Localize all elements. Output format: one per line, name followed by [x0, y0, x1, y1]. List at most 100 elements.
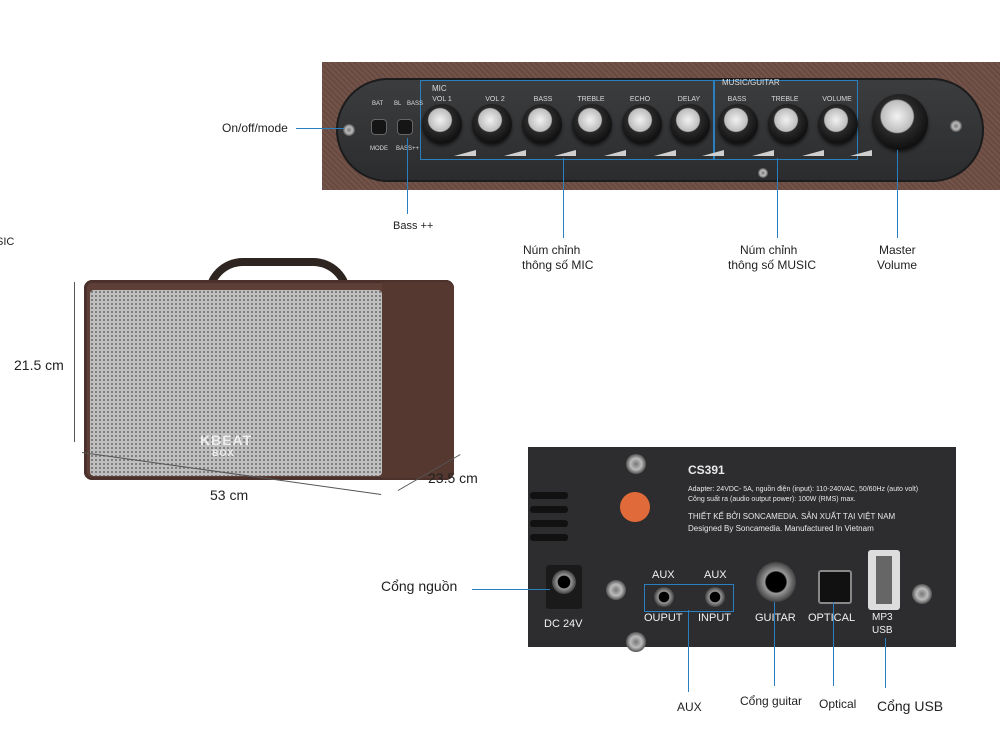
cut-off-label: SIC [0, 236, 15, 248]
aux-output-label: OUPUT [644, 612, 683, 624]
height-dimension-line [74, 282, 75, 442]
knob-label-echo: ECHO [629, 96, 651, 103]
music-treble-knob[interactable] [768, 104, 808, 144]
dc-label: DC 24V [544, 618, 583, 630]
depth-dimension: 23.5 cm [428, 470, 478, 486]
spec-power: Công suất ra (audio output power): 100W … [688, 496, 856, 503]
vent-slot [530, 492, 568, 499]
callout-line-mic [563, 158, 564, 238]
callout-line-bass [407, 138, 408, 214]
speaker-grille [90, 290, 382, 476]
aux-group-outline [644, 584, 734, 612]
mode-button[interactable] [372, 120, 386, 134]
callout-optical: Optical [819, 697, 857, 711]
speaker-logo: KBEAT BOX [200, 432, 252, 458]
master-volume-knob[interactable] [872, 94, 928, 150]
knob-label-music-volume: VOLUME [822, 96, 852, 103]
level-wedge [680, 150, 724, 156]
callout-music-params-line1: Núm chỉnh [740, 243, 798, 257]
aux-output-top-label: AUX [652, 569, 675, 581]
aux-input-jack[interactable] [705, 587, 725, 607]
made-in-en-text: Designed By Soncamedia. Manufactured In … [688, 524, 874, 533]
callout-line-guitar [774, 602, 775, 686]
panel-screw-left [343, 124, 355, 136]
knob-label-music-bass: BASS [727, 96, 747, 103]
mic-vol1-knob[interactable] [422, 104, 462, 144]
back-screw-top [626, 454, 646, 474]
made-in-vn-text: THIẾT KẾ BỞI SONCAMEDIA. SẢN XUẤT TẠI VI… [688, 512, 896, 521]
callout-music-params-line2: thông số MUSIC [728, 258, 817, 272]
music-volume-knob[interactable] [818, 104, 858, 144]
knob-label-mic-bass: BASS [533, 96, 553, 103]
callout-line-master [897, 150, 898, 238]
bass-mini-label: BASS [407, 101, 424, 107]
callout-power-port: Cổng nguồn [381, 578, 458, 594]
callout-master-line1: Master [879, 243, 916, 257]
dc-power-jack[interactable] [552, 570, 576, 594]
callout-on-off-mode: On/off/mode [222, 121, 288, 135]
callout-line-on-off [296, 128, 344, 129]
level-wedge [432, 150, 476, 156]
level-wedge [532, 150, 576, 156]
guitar-label: GUITAR [755, 612, 796, 624]
height-dimension: 21.5 cm [14, 357, 64, 373]
level-wedge [482, 150, 526, 156]
knob-label-mic-treble: TREBLE [577, 96, 605, 103]
callout-mic-params-line1: Núm chỉnh [523, 243, 581, 257]
spec-adapter: Adapter: 24VDC- 5A, nguồn điện (input): … [688, 486, 919, 493]
mic-treble-knob[interactable] [572, 104, 612, 144]
bass-plus-button[interactable] [398, 120, 412, 134]
music-bass-knob[interactable] [718, 104, 758, 144]
optical-port[interactable] [818, 570, 852, 604]
callout-line-music [777, 158, 778, 238]
aux-input-top-label: AUX [704, 569, 727, 581]
mp3-label: MP3 [872, 612, 893, 623]
level-wedge [730, 150, 774, 156]
callout-mic-params-line2: thông số MIC [522, 258, 594, 272]
mic-echo-knob[interactable] [622, 104, 662, 144]
certification-sticker [620, 492, 650, 522]
speaker-side [382, 282, 454, 478]
logo-top: KBEAT [200, 432, 253, 448]
callout-line-optical [833, 602, 834, 686]
knob-label-vol2: VOL 2 [485, 96, 505, 103]
mic-vol2-knob[interactable] [472, 104, 512, 144]
callout-line-power [472, 589, 550, 590]
aux-input-label: INPUT [698, 612, 731, 624]
music-group-label: MUSIC/GUITAR [722, 78, 780, 87]
back-screw-bottom [626, 632, 646, 652]
bat-label: BAT [372, 101, 384, 107]
aux-output-jack[interactable] [654, 587, 674, 607]
optical-label: OPTICAL [808, 612, 856, 624]
vent-slot [530, 534, 568, 541]
back-screw-left [606, 580, 626, 600]
usb-port-slot [876, 556, 892, 604]
vent-slot [530, 506, 568, 513]
level-wedge [632, 150, 676, 156]
mic-delay-knob[interactable] [670, 104, 710, 144]
vent-slot [530, 520, 568, 527]
mode-label: MODE [370, 146, 388, 152]
level-wedge [582, 150, 626, 156]
width-dimension: 53 cm [210, 487, 249, 503]
guitar-jack[interactable] [756, 562, 796, 602]
level-wedge [828, 150, 872, 156]
knob-label-music-treble: TREBLE [771, 96, 799, 103]
mic-bass-knob[interactable] [522, 104, 562, 144]
logo-bottom: BOX [212, 448, 235, 458]
mic-group-label: MIC [432, 84, 447, 93]
bl-label: BL [394, 101, 402, 107]
usb-label: USB [872, 625, 893, 636]
knob-label-delay: DELAY [677, 96, 701, 103]
callout-usb-port: Cổng USB [877, 698, 944, 714]
model-number: CS391 [688, 463, 725, 477]
mic-group-outline [420, 80, 714, 160]
callout-master-line2: Volume [877, 258, 918, 272]
callout-line-usb [885, 638, 886, 688]
callout-aux: AUX [677, 700, 702, 714]
back-screw-right [912, 584, 932, 604]
callout-guitar-port: Cổng guitar [740, 694, 803, 708]
knob-label-vol1: VOL 1 [432, 96, 452, 103]
callout-line-aux [688, 610, 689, 692]
callout-bass-plus: Bass ++ [393, 220, 434, 232]
